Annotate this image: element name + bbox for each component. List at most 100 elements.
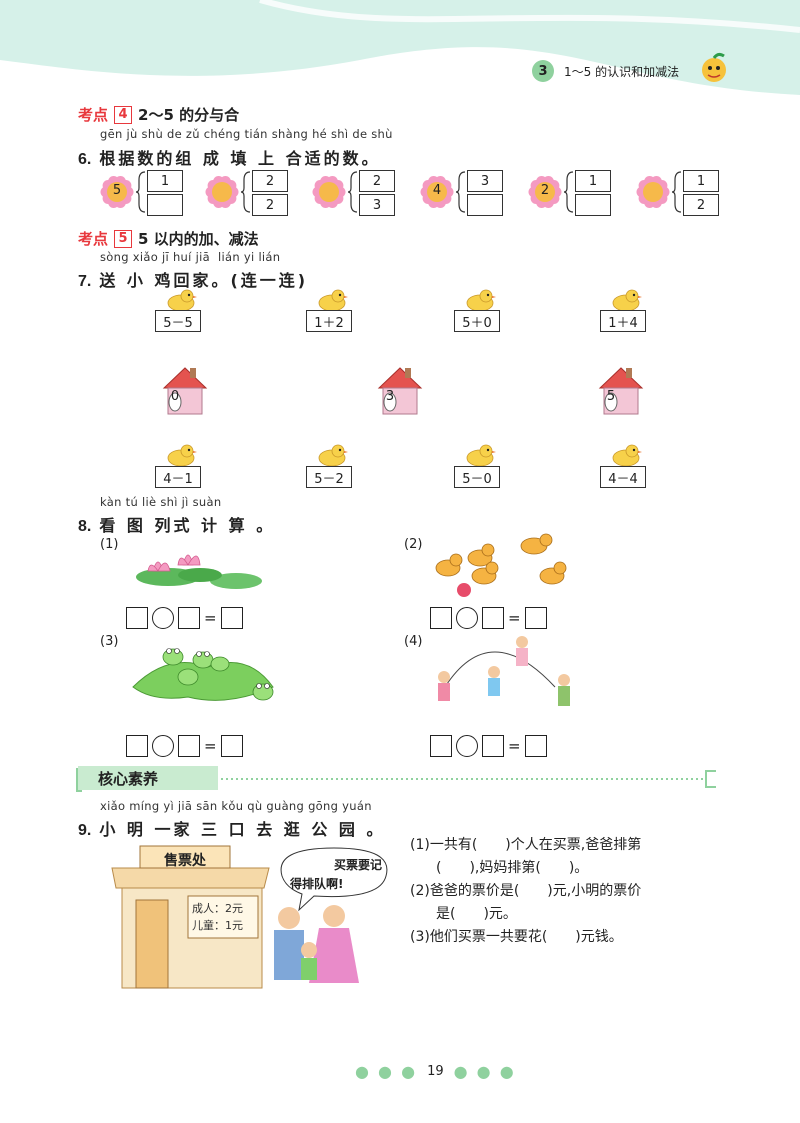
operator-circle[interactable] — [456, 607, 478, 629]
footer-dots-right: ● ● ● — [453, 1062, 516, 1081]
chapter-number: 3 — [532, 60, 554, 82]
result-box[interactable] — [220, 735, 243, 757]
q9-prompt: 9. 小 明 一家 三 口 去 逛 公 园 。 — [78, 816, 385, 840]
q9-sub1-line2: ( ),妈妈排第( )。 — [436, 860, 589, 876]
speech-bubble-line-1: 买票要记 — [333, 858, 382, 872]
q9-sub3: (3)他们买票一共要花( )元钱。 — [410, 929, 623, 945]
chapter-title: 1～5 的认识和加减法 — [564, 64, 680, 79]
section-title: 5 以内的加、减法 — [138, 230, 259, 248]
house-icon[interactable] — [596, 364, 646, 418]
price-adult: 成人：2元 — [192, 902, 243, 915]
expression-card[interactable]: 5－0 — [454, 466, 500, 488]
answer-box[interactable] — [482, 607, 504, 629]
split-bottom-box: 2 — [252, 194, 288, 216]
question-number: 9. — [78, 822, 92, 839]
section-5-heading: 考点 5 5 以内的加、减法 — [78, 228, 259, 249]
section-label: 考点 — [78, 230, 109, 248]
equals-sign: = — [204, 737, 217, 755]
q6-prompt: 6.根据数的组 成 填 上 合适的数。 — [78, 145, 381, 169]
question-text: 根据数的组 成 填 上 合适的数。 — [99, 149, 381, 168]
chick-icon — [466, 289, 496, 312]
q8-pinyin: kàn tú liè shì jì suàn — [100, 495, 222, 509]
q7-pinyin-2: lián yi lián — [218, 250, 281, 264]
booth-sign: 售票处 — [164, 853, 206, 869]
q6-pinyin: gēn jù shù de zǔ chéng tián shàng hé shì… — [100, 127, 393, 141]
house-number: 0 — [170, 389, 180, 404]
house-icon[interactable] — [375, 364, 425, 418]
ticket-booth-illustration — [111, 845, 388, 989]
section-number: 4 — [114, 105, 133, 124]
question-number: 7. — [78, 273, 92, 290]
section-title: 2～5 的分与合 — [138, 106, 240, 124]
equals-sign: = — [508, 609, 521, 627]
page-footer: ● ● ● 19 ● ● ● — [355, 1062, 516, 1081]
question-text: 看 图 列式 计 算 。 — [99, 516, 276, 535]
question-text: 小 明 一家 三 口 去 逛 公 园 。 — [99, 820, 386, 839]
flower-total-icon — [636, 176, 670, 208]
question-number: 8. — [78, 518, 92, 535]
q8-sub-3: (3) — [100, 634, 119, 649]
q8-sub-2: (2) — [404, 537, 423, 552]
answer-box[interactable] — [430, 735, 452, 757]
equation-answer-row: = — [430, 735, 547, 757]
flower-total-value: 4 — [432, 183, 442, 198]
header-band — [0, 0, 800, 95]
equals-sign: = — [508, 737, 521, 755]
q8-prompt: 8. 看 图 列式 计 算 。 — [78, 512, 275, 536]
expression-card[interactable]: 4－4 — [600, 466, 646, 488]
answer-box[interactable] — [126, 607, 148, 629]
answer-box[interactable] — [178, 735, 200, 757]
chick-icon — [318, 289, 348, 312]
expression-card[interactable]: 5＋0 — [454, 310, 500, 332]
result-box[interactable] — [524, 735, 547, 757]
answer-box[interactable] — [430, 607, 452, 629]
question-text: 送 小 鸡回家。(连一连) — [99, 271, 309, 290]
q8-sub-1: (1) — [100, 537, 119, 552]
q8-sub-4: (4) — [404, 634, 423, 649]
equation-answer-row: = — [126, 735, 243, 757]
operator-circle[interactable] — [152, 735, 174, 757]
split-top-box: 3 — [467, 170, 503, 192]
house-icon[interactable] — [160, 364, 210, 418]
expression-card[interactable]: 1＋2 — [306, 310, 352, 332]
split-bottom-box[interactable] — [147, 194, 183, 216]
answer-box[interactable] — [178, 607, 200, 629]
q7-pinyin-1: sòng xiǎo jī huí jiā — [100, 250, 210, 264]
split-top-box: 2 — [359, 170, 395, 192]
section-4-heading: 考点 4 2～5 的分与合 — [78, 104, 239, 125]
flower-total-value: 2 — [540, 183, 550, 198]
answer-box[interactable] — [126, 735, 148, 757]
split-top-box: 1 — [683, 170, 719, 192]
lotus-pond-illustration — [136, 554, 262, 589]
house-number: 3 — [385, 389, 395, 404]
result-box[interactable] — [524, 607, 547, 629]
split-bracket — [563, 171, 574, 213]
answer-box[interactable] — [482, 735, 504, 757]
jump-rope-illustration — [438, 636, 570, 706]
equation-answer-row: = — [430, 607, 547, 629]
split-bottom-box: 2 — [683, 194, 719, 216]
result-box[interactable] — [220, 607, 243, 629]
frogs-illustration — [132, 648, 274, 701]
operator-circle[interactable] — [152, 607, 174, 629]
house-number: 5 — [606, 389, 616, 404]
expression-card[interactable]: 5－5 — [155, 310, 201, 332]
q9-sub1-line1: (1)一共有( )个人在买票,爸爸排第 — [410, 837, 642, 853]
expression-card[interactable]: 5－2 — [306, 466, 352, 488]
footer-dots-left: ● ● ● — [355, 1062, 418, 1081]
split-bottom-box[interactable] — [575, 194, 611, 216]
section-number: 5 — [114, 229, 133, 248]
flower-total-icon — [420, 176, 454, 208]
flower-total-icon — [528, 176, 562, 208]
split-bottom-box[interactable] — [467, 194, 503, 216]
expression-card[interactable]: 1＋4 — [600, 310, 646, 332]
chick-icon — [318, 444, 348, 467]
core-section-title: 核心素养 — [78, 766, 218, 790]
price-child: 儿童：1元 — [192, 919, 243, 932]
operator-circle[interactable] — [456, 735, 478, 757]
expression-card[interactable]: 4－1 — [155, 466, 201, 488]
split-bottom-box: 3 — [359, 194, 395, 216]
speech-bubble-line-2: 得排队啊! — [290, 877, 344, 891]
split-bracket — [671, 171, 682, 213]
chick-icon — [612, 444, 642, 467]
